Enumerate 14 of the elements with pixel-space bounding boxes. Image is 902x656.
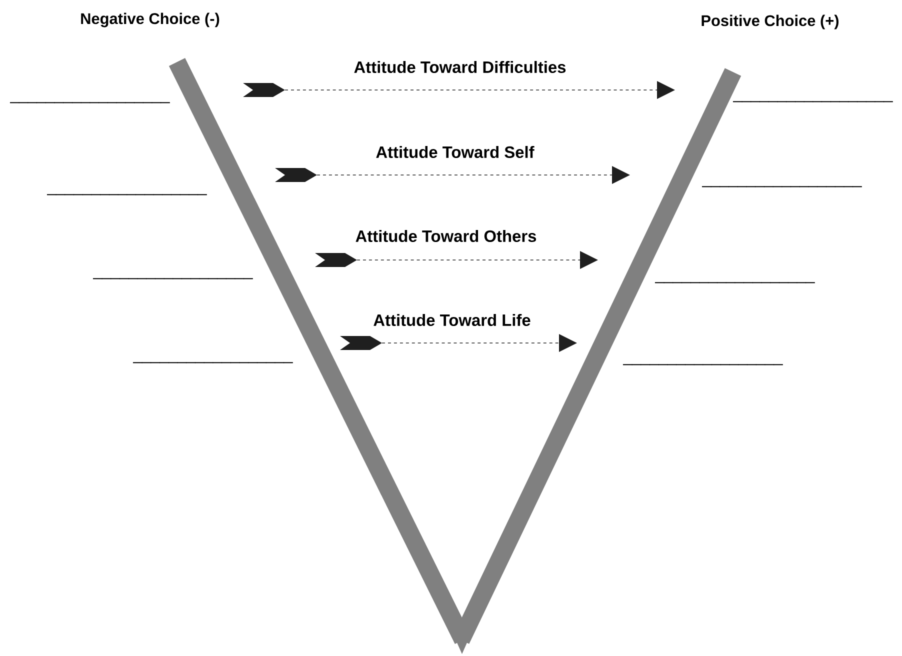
fill-in-line: __________________ [10,102,170,104]
arrow-label: Attitude Toward Others [356,230,536,242]
fill-in-line: __________________ [46,194,207,196]
fill-in-line: __________________ [702,186,862,188]
fill-in-line: __________________ [732,101,893,102]
fill-in-line: __________________ [92,278,253,280]
heading: Negative Choice (-) [81,12,220,28]
fill-in-line: __________________ [654,282,815,284]
heading: Positive Choice (+) [702,14,839,30]
arrow-label: Attitude Toward Life [374,314,530,326]
arrow-label: Attitude Toward Self [376,146,534,158]
arrow-label: Attitude Toward Difficulties [354,60,566,74]
fill-in-line: __________________ [622,364,783,366]
fill-in-line: __________________ [132,362,293,364]
